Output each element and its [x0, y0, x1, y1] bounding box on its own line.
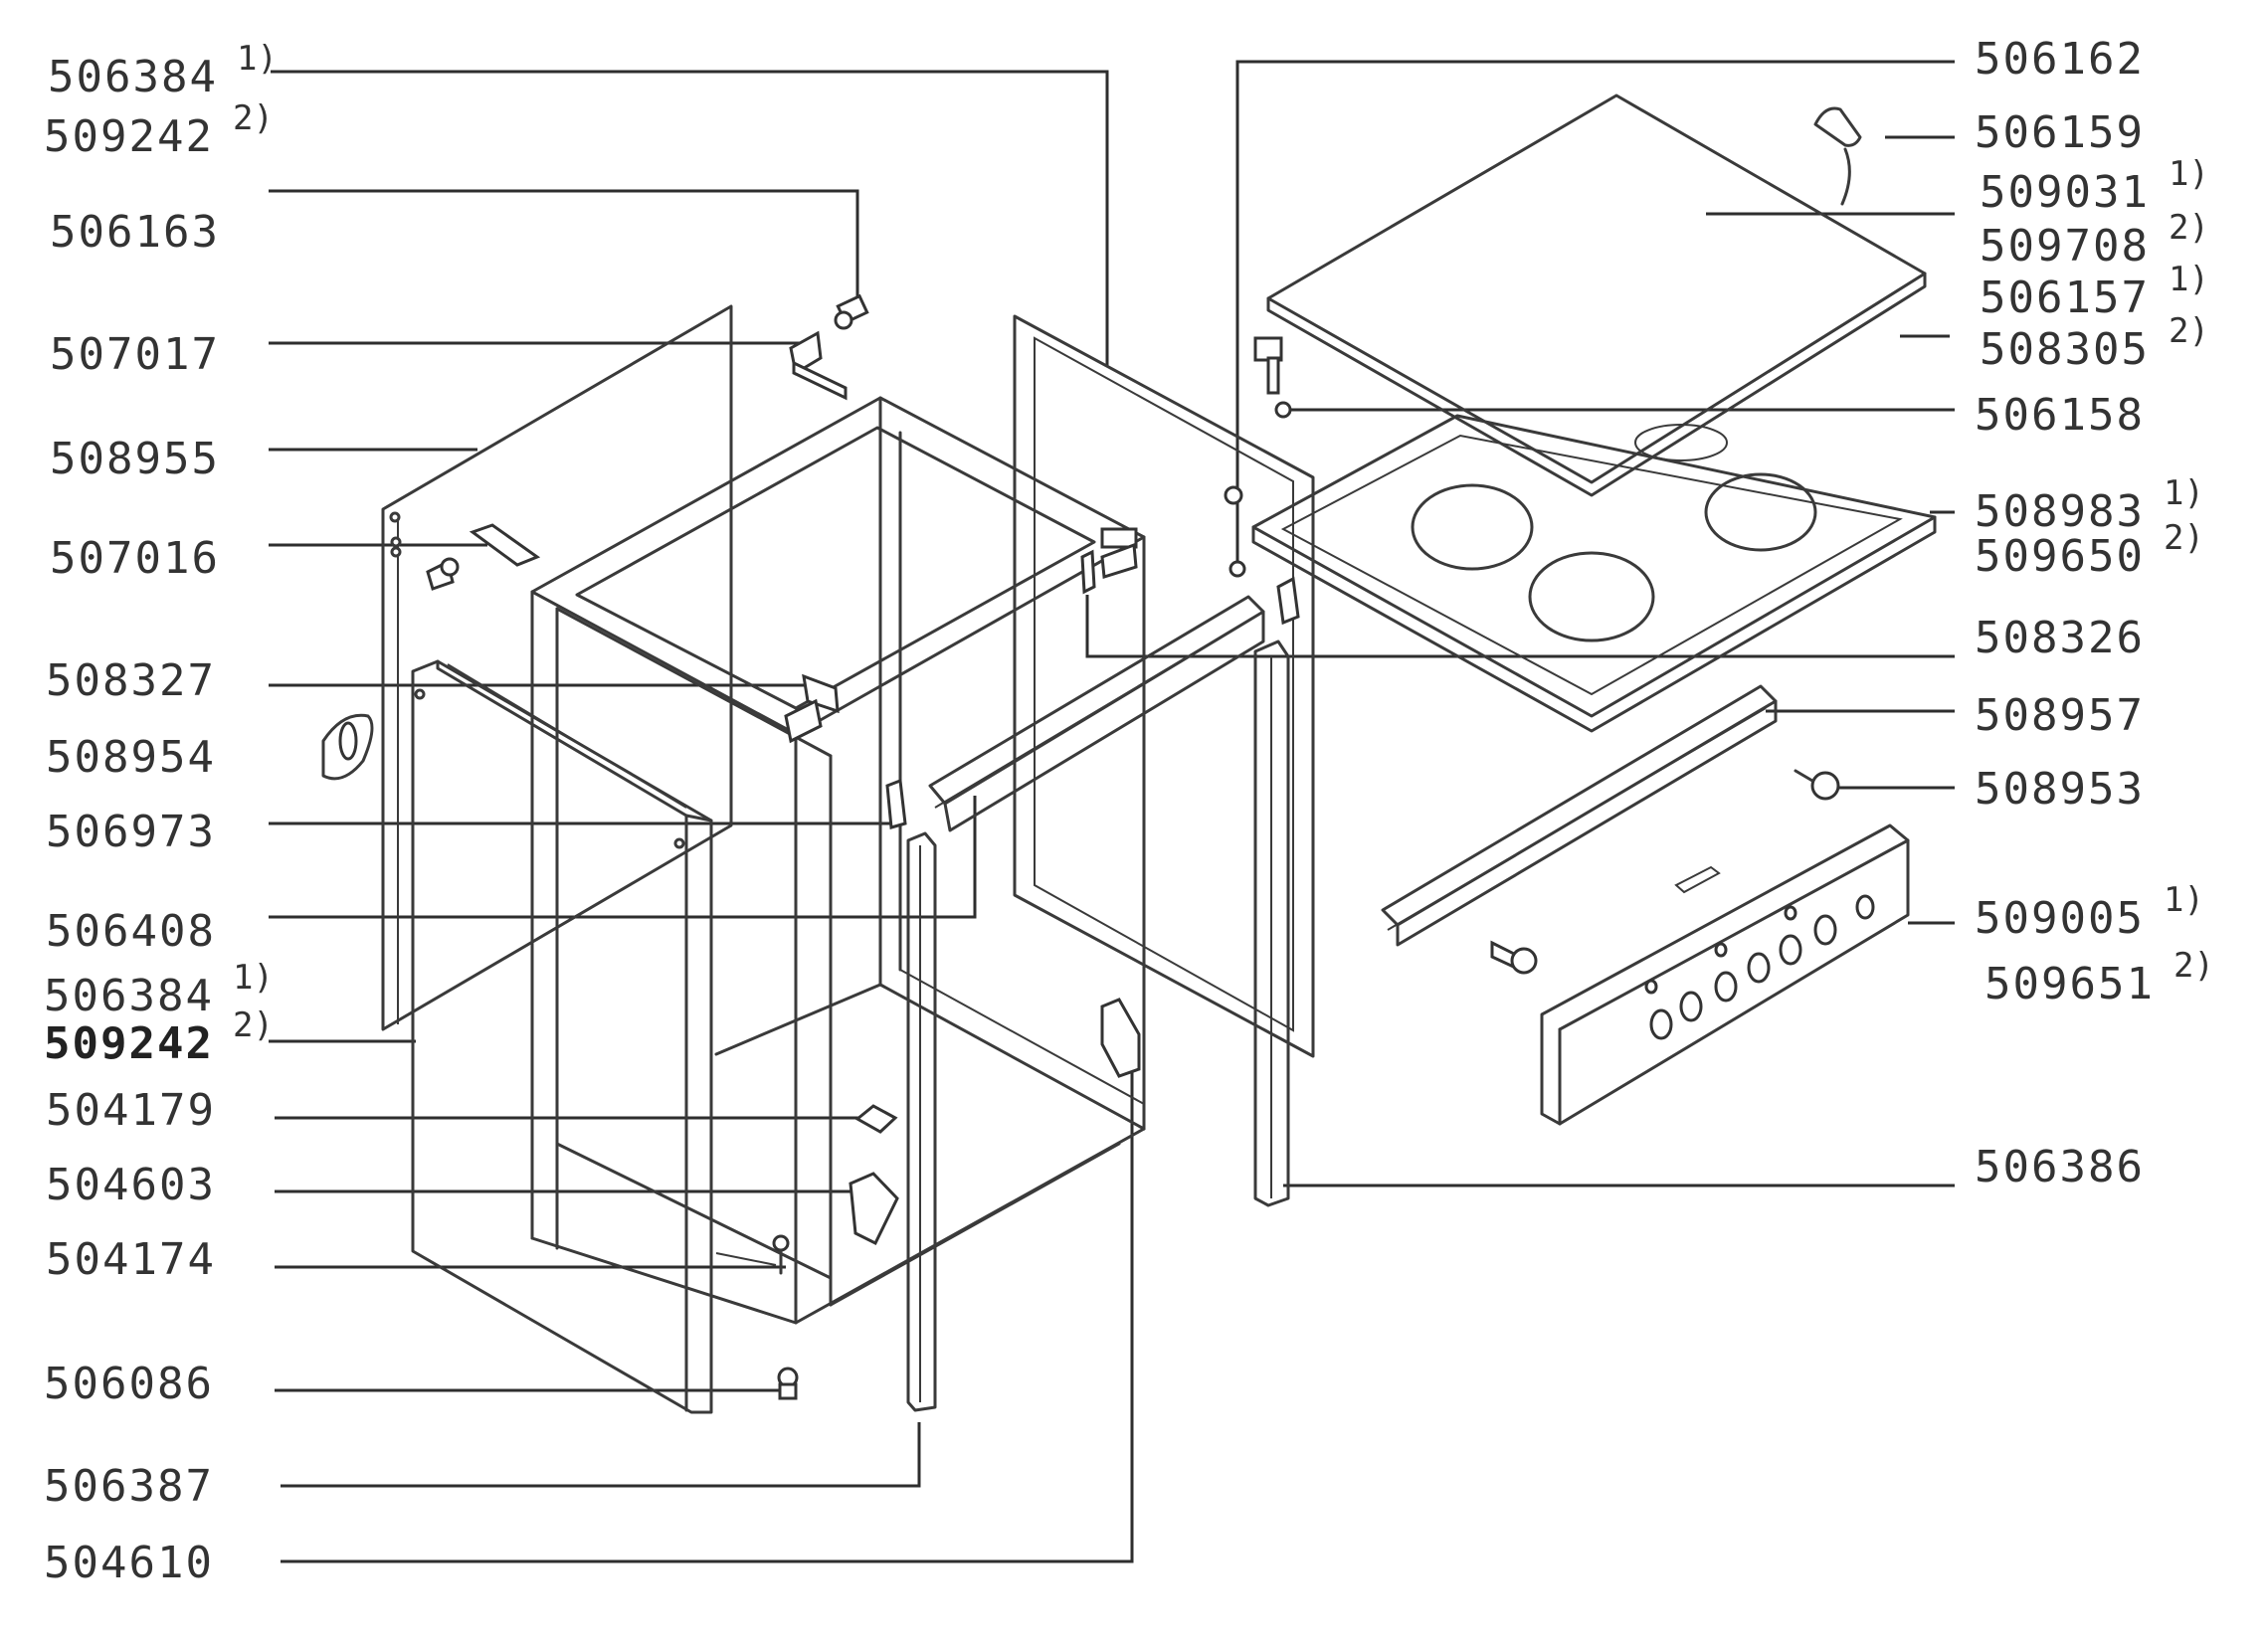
- leader-lines-right: [1085, 60, 1955, 1187]
- top-cover-glass: [1266, 93, 1927, 497]
- part-label-504603: 504603: [46, 1160, 216, 1210]
- part-label-508957: 508957: [1975, 690, 2145, 741]
- part-label-506384: 506384: [44, 971, 214, 1021]
- part-label-504610: 504610: [44, 1538, 214, 1588]
- part-label-509650: 509650: [1975, 531, 2145, 582]
- part-label-507016: 507016: [50, 533, 220, 584]
- leader-lines-left: [269, 70, 1134, 1563]
- part-label-506157: 506157: [1980, 273, 2150, 323]
- leader-506387: [281, 1422, 921, 1488]
- screw-506163: [834, 293, 869, 330]
- hinge-508327b: [784, 698, 823, 744]
- part-label-509242: 509242: [44, 111, 214, 162]
- leader-506163: [269, 189, 859, 298]
- part-label-footnote: 1): [237, 39, 278, 79]
- part-label-506158: 506158: [1975, 390, 2145, 441]
- latch-504603: [849, 1172, 899, 1246]
- part-label-footnote: 1): [2169, 260, 2209, 299]
- bracket-506973: [885, 778, 907, 829]
- hardware-parts: [321, 106, 1862, 1400]
- part-label-509651: 509651: [1984, 959, 2155, 1009]
- nut-506086: [777, 1367, 799, 1400]
- part-label-509708: 509708: [1980, 221, 2150, 272]
- part-label-504179: 504179: [46, 1085, 216, 1136]
- part-label-504174: 504174: [46, 1234, 216, 1285]
- bracket-504610: [1100, 998, 1141, 1078]
- door-panel: [411, 659, 777, 1414]
- cabinet-frame: [530, 396, 1146, 1325]
- part-label-506384: 506384: [48, 52, 218, 102]
- part-label-509005: 509005: [1975, 893, 2145, 944]
- left-side-panel: [381, 304, 733, 1031]
- part-label-506387: 506387: [44, 1461, 214, 1512]
- leader-504610: [281, 1064, 1134, 1563]
- part-label-508327: 508327: [46, 655, 216, 706]
- front-corner-strip: [906, 831, 937, 1412]
- door-catch-508954: [321, 713, 374, 781]
- knob-508953: [1794, 769, 1840, 801]
- hinge-rear-a: [1100, 542, 1138, 579]
- hob-cooktop: [1251, 414, 1937, 733]
- control-panel-rail: [1381, 684, 1778, 947]
- part-label-footnote: 2): [2164, 518, 2204, 558]
- leader-506162: [1235, 60, 1955, 562]
- part-label-508305: 508305: [1980, 324, 2150, 375]
- part-label-509031: 509031: [1980, 167, 2150, 218]
- part-label-footnote: 2): [233, 1005, 274, 1045]
- part-label-506386: 506386: [1975, 1142, 2145, 1192]
- part-label-506163: 506163: [50, 207, 220, 258]
- part-label-footnote: 1): [2164, 880, 2204, 920]
- part-label-footnote: 2): [2169, 208, 2209, 248]
- part-label-footnote: 2): [233, 98, 274, 138]
- part-label-508955: 508955: [50, 434, 220, 484]
- panel-screw: [1490, 940, 1538, 975]
- part-label-506973: 506973: [46, 807, 216, 857]
- bracket-507017-base: [792, 360, 848, 401]
- part-label-508953: 508953: [1975, 764, 2145, 815]
- part-label-507017: 507017: [50, 329, 220, 380]
- part-label-footnote: 1): [2169, 154, 2209, 194]
- part-label-footnote: 1): [2164, 473, 2204, 513]
- part-label-508326: 508326: [1975, 613, 2145, 663]
- pin-504174: [772, 1234, 790, 1275]
- rear-corner-strip: [1253, 639, 1290, 1207]
- part-label-509242: 509242: [44, 1018, 214, 1069]
- pin-506158: [1274, 401, 1292, 419]
- clip-506159: [1813, 106, 1862, 206]
- part-label-footnote: 2): [2174, 946, 2214, 986]
- part-label-footnote: 2): [2169, 311, 2209, 351]
- pad-504179: [854, 1104, 898, 1134]
- right-side-panel: [1013, 314, 1315, 1058]
- part-label-506086: 506086: [44, 1359, 214, 1409]
- hinge-rear-b: [1080, 549, 1096, 595]
- leader-508326: [1085, 595, 1955, 658]
- bracket-508326: [1276, 576, 1300, 626]
- control-panel-fascia: [1540, 823, 1910, 1126]
- leader-506384-top: [271, 70, 1109, 366]
- cross-rail: [928, 595, 1265, 832]
- part-label-506159: 506159: [1975, 107, 2145, 158]
- washer-506162: [1224, 485, 1243, 505]
- hinge-506157: [1253, 336, 1283, 395]
- part-label-508983: 508983: [1975, 486, 2145, 537]
- part-label-footnote: 1): [233, 958, 274, 998]
- washer-506162b: [1228, 560, 1246, 578]
- part-label-508954: 508954: [46, 732, 216, 783]
- bracket-507016: [469, 523, 541, 567]
- screw-507016: [440, 557, 460, 577]
- part-label-506408: 506408: [46, 906, 216, 957]
- part-label-506162: 506162: [1975, 34, 2145, 85]
- leader-506408: [269, 796, 977, 919]
